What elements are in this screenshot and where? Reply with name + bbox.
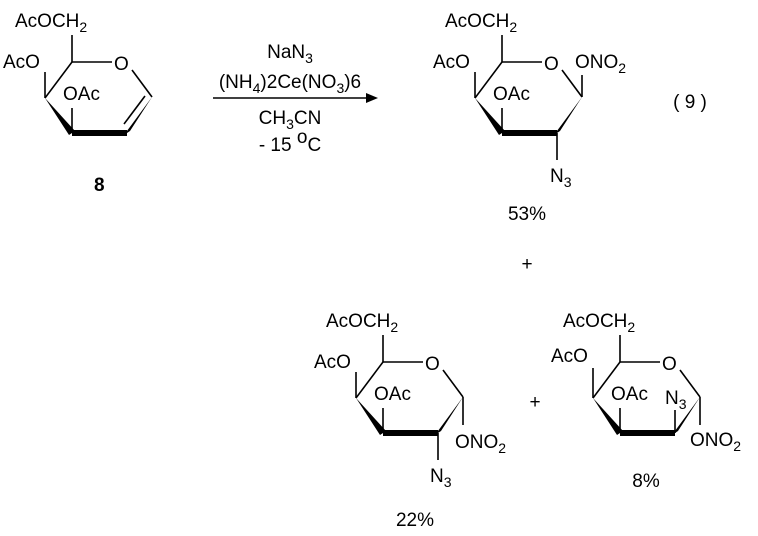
svg-text:OAc: OAc	[493, 84, 530, 105]
solvent: CH3CN	[259, 108, 322, 132]
svg-text:AcO: AcO	[551, 346, 588, 367]
product-minor-2: AcOCH2 AcO OAc O N3 ONO2 8%	[551, 311, 741, 492]
svg-text:AcO: AcO	[314, 352, 351, 373]
c3-acetoxy-label: OAc	[63, 84, 100, 105]
plus-sign: +	[529, 392, 540, 413]
reagent-can: (NH4)2Ce(NO3)6	[219, 72, 361, 96]
product-minor-1: AcOCH2 AcO OAc O ONO2 N3 22%	[314, 311, 506, 531]
svg-text:AcOCH2: AcOCH2	[445, 11, 517, 35]
svg-text:AcOCH2: AcOCH2	[563, 311, 635, 335]
reagent-nan3: NaN3	[267, 42, 313, 66]
ring-oxygen: O	[114, 54, 129, 75]
svg-text:OAc: OAc	[374, 384, 411, 405]
reaction-conditions: NaN3 (NH4)2Ce(NO3)6 CH3CN - 15 oC	[213, 42, 378, 156]
nitrate-label: ONO2	[575, 52, 626, 76]
yield: 8%	[632, 471, 660, 492]
temperature: - 15 oC	[259, 127, 321, 156]
yield: 53%	[508, 204, 546, 225]
svg-text:O: O	[662, 354, 677, 375]
svg-text:OAc: OAc	[611, 384, 648, 405]
nitrate-label: ONO2	[455, 432, 506, 456]
c4-acetoxy-label: AcO	[3, 52, 40, 73]
compound-number: 8	[94, 175, 105, 196]
svg-text:AcOCH2: AcOCH2	[326, 311, 398, 335]
plus-sign: +	[521, 254, 532, 275]
yield: 22%	[396, 510, 434, 531]
arrow-head	[366, 93, 378, 103]
azide-label: N3	[550, 166, 572, 190]
nitrate-label: ONO2	[690, 430, 741, 454]
ch2-label: AcOCH2	[15, 11, 87, 35]
svg-text:O: O	[544, 54, 559, 75]
svg-text:AcO: AcO	[433, 52, 470, 73]
azide-label: N3	[665, 388, 687, 412]
svg-text:O: O	[425, 354, 440, 375]
azide-label: N3	[430, 466, 452, 490]
equation-number: ( 9 )	[673, 92, 707, 113]
compound-8: AcOCH2 AcO OAc O 8	[3, 11, 153, 196]
product-major: AcOCH2 AcO OAc O ONO2 N3 53%	[433, 11, 626, 225]
